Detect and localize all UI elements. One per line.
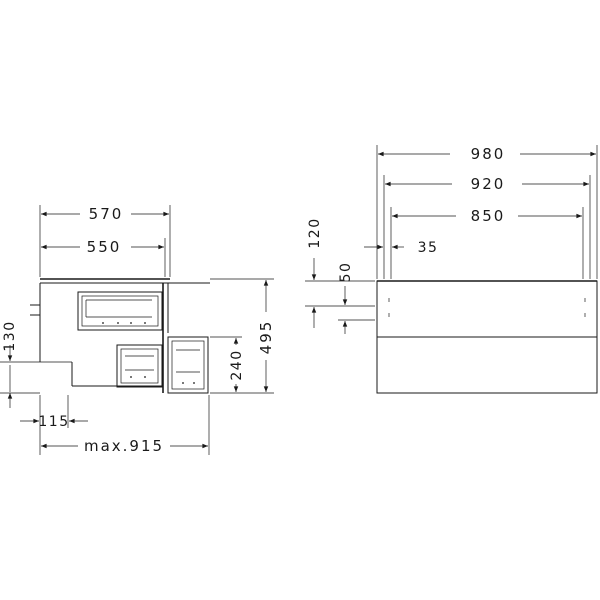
svg-text:50: 50 — [338, 262, 354, 283]
open-drawer-box — [167, 336, 209, 394]
dim-130: 130 — [0, 320, 40, 408]
dim-920: 920 — [383, 175, 591, 279]
lower-drawer — [116, 344, 163, 388]
svg-text:980: 980 — [471, 145, 506, 163]
dim-35: 35 — [364, 240, 439, 256]
svg-text:max.915: max.915 — [84, 437, 164, 455]
dim-120: 120 — [305, 217, 375, 328]
dim-980: 980 — [376, 145, 598, 279]
dim-max-915: max.915 — [41, 395, 210, 455]
dim-240: 240 — [210, 336, 245, 393]
upper-drawer — [77, 291, 163, 331]
dim-495: 495 — [210, 278, 275, 394]
svg-text:550: 550 — [87, 238, 122, 256]
svg-text:120: 120 — [307, 217, 323, 248]
front-view: 980 920 850 35 — [305, 145, 598, 394]
svg-text:115: 115 — [38, 414, 69, 430]
svg-text:240: 240 — [229, 349, 245, 380]
side-view: 570 550 495 240 — [0, 205, 275, 455]
svg-text:570: 570 — [89, 205, 124, 223]
svg-text:850: 850 — [471, 207, 506, 225]
svg-text:495: 495 — [257, 320, 275, 355]
dim-850: 850 — [390, 207, 584, 279]
svg-text:35: 35 — [418, 240, 439, 256]
dim-115: 115 — [20, 395, 88, 455]
dim-50: 50 — [338, 262, 375, 334]
svg-text:130: 130 — [2, 320, 18, 351]
dim-550: 550 — [41, 238, 166, 277]
cabinet-front-outline — [376, 280, 598, 394]
svg-text:920: 920 — [471, 175, 506, 193]
dim-570: 570 — [39, 205, 171, 277]
